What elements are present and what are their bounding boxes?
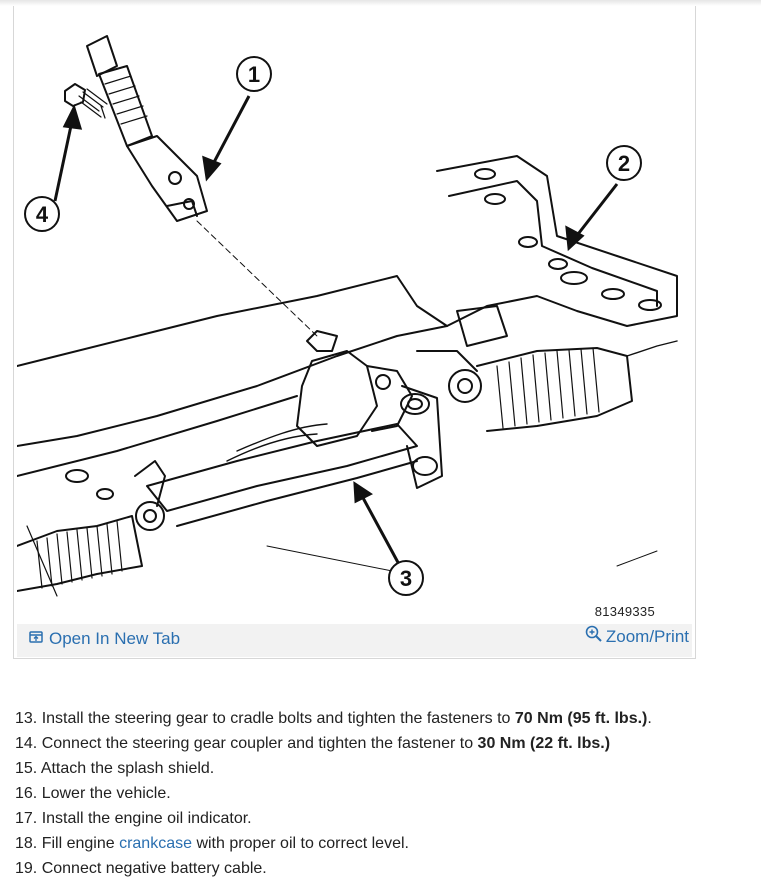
figure-id: 81349335	[594, 604, 655, 619]
callout-1-label: 1	[248, 62, 260, 87]
zoom-print-label: Zoom/Print	[605, 626, 689, 646]
figure-container: 1 2 3 4 81349335 Open In New Tab Zoom/Pr…	[13, 6, 696, 659]
procedure-steps: 13. Install the steering gear to cradle …	[15, 706, 755, 881]
callout-3-label: 3	[400, 566, 412, 591]
callout-1	[236, 56, 272, 92]
open-in-new-tab-link[interactable]: Open In New Tab	[29, 629, 180, 649]
step-13: 13. Install the steering gear to cradle …	[15, 710, 652, 727]
step-19: 19. Connect negative battery cable.	[15, 860, 267, 877]
figure-footer	[17, 624, 692, 657]
callout-2	[606, 145, 642, 181]
steering-gear-diagram[interactable]: 1 2 3 4	[17, 6, 692, 624]
callout-2-label: 2	[618, 151, 630, 176]
top-shadow	[0, 0, 761, 6]
callout-3	[388, 560, 424, 596]
open-in-new-tab-label: Open In New Tab	[49, 629, 181, 648]
external-tab-icon	[29, 629, 43, 649]
step-14: 14. Connect the steering gear coupler an…	[15, 735, 611, 752]
crankcase-link[interactable]: crankcase	[119, 835, 192, 852]
zoom-in-icon	[585, 625, 603, 648]
callout-4	[24, 196, 60, 232]
step-18: 18. Fill engine crankcase with proper oi…	[15, 835, 409, 852]
step-15: 15. Attach the splash shield.	[15, 760, 215, 777]
step-17: 17. Install the engine oil indicator.	[15, 810, 252, 827]
zoom-print-link[interactable]: Zoom/Print	[585, 625, 689, 648]
callout-4-label: 4	[36, 202, 49, 227]
step-16: 16. Lower the vehicle.	[15, 785, 171, 802]
